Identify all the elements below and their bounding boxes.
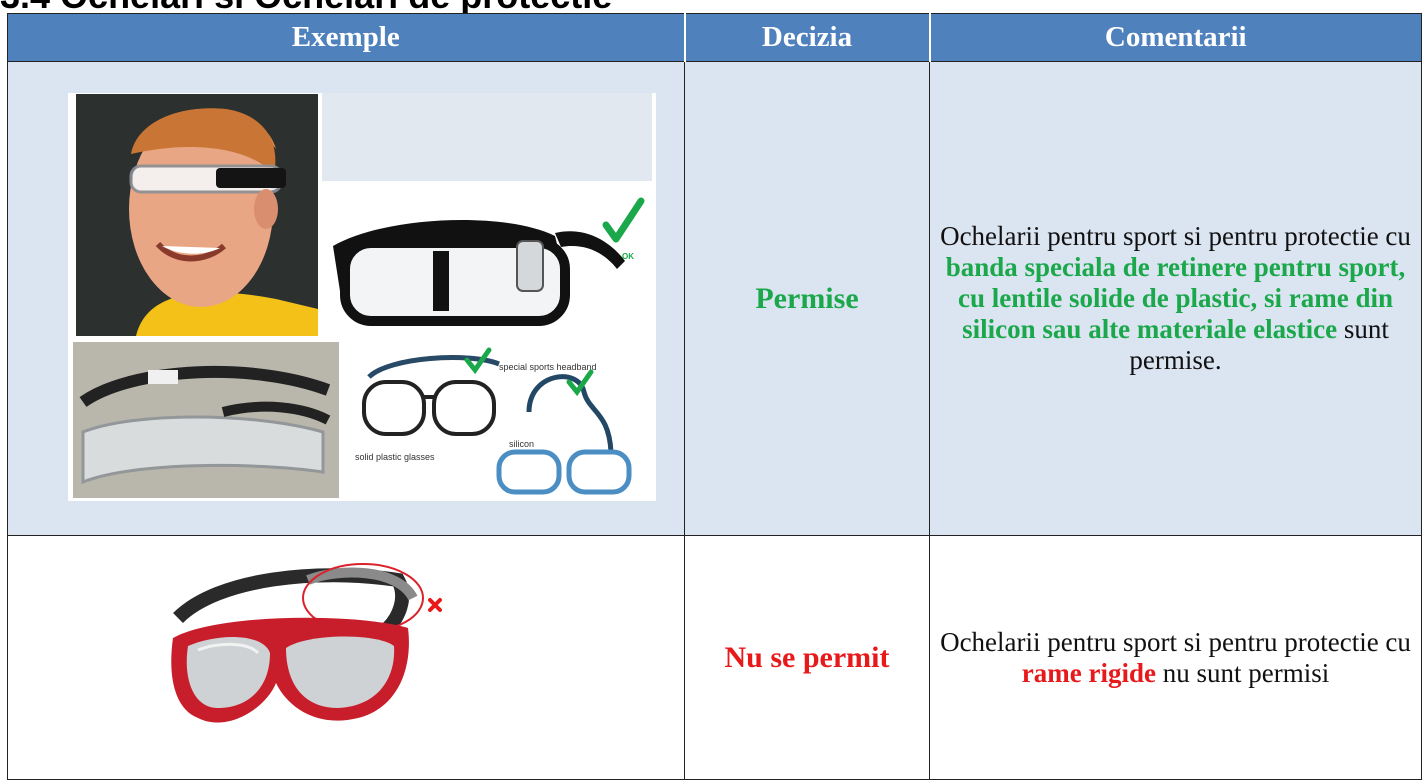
comment-lead: Ochelarii pentru sport si pentru protect… [940, 626, 1411, 657]
comment-lead: Ochelarii pentru sport si pentru protect… [940, 221, 1411, 251]
comment-denied: Ochelarii pentru sport si pentru protect… [929, 535, 1422, 780]
silicon-label: silicon [509, 439, 534, 449]
checkmark-icon [566, 369, 594, 397]
header-decision: Decizia [683, 13, 931, 62]
checkmark-icon [464, 347, 492, 375]
comment-highlight: rame rigide [1021, 657, 1156, 688]
comment-allowed: Ochelarii pentru sport si pentru protect… [929, 61, 1422, 536]
comment-tail: nu sunt permisi [1155, 657, 1330, 688]
blank-image-area [322, 93, 652, 181]
comment-tail: sunt permise. [1129, 314, 1389, 375]
sports-goggle-photo: OK [325, 181, 652, 337]
glasses-label: solid plastic glasses [355, 452, 435, 462]
cross-icon [428, 598, 442, 612]
header-row: Exemple Decizia Comentarii [7, 13, 1422, 62]
headband-label: special sports headband [499, 362, 597, 372]
comment-highlight: banda speciala de retinere pentru sport,… [945, 252, 1406, 344]
examples-cell-denied [7, 535, 685, 780]
table-row-allowed: OK [7, 61, 1422, 536]
header-examples: Exemple [7, 13, 685, 62]
table-row-denied: Nu se permit Ochelarii pentru sport si p… [7, 535, 1422, 780]
glasses-diagram: special sports headband solid plastic gl… [349, 342, 652, 498]
section-heading: 3.4 Ochelari si Ochelari de protectie [0, 0, 1427, 14]
ok-label: OK [622, 252, 634, 261]
allowed-examples-collage: OK [68, 93, 656, 501]
clear-glasses-photo [73, 342, 339, 498]
checkmark-icon [602, 197, 645, 243]
decision-denied: Nu se permit [684, 535, 930, 780]
header-comments: Comentarii [929, 13, 1422, 62]
rigid-frame-goggle-photo [158, 558, 458, 748]
examples-cell-allowed: OK [7, 61, 685, 536]
athlete-photo [76, 94, 318, 336]
rules-table: Exemple Decizia Comentarii [7, 13, 1422, 780]
decision-allowed: Permise [684, 61, 930, 536]
